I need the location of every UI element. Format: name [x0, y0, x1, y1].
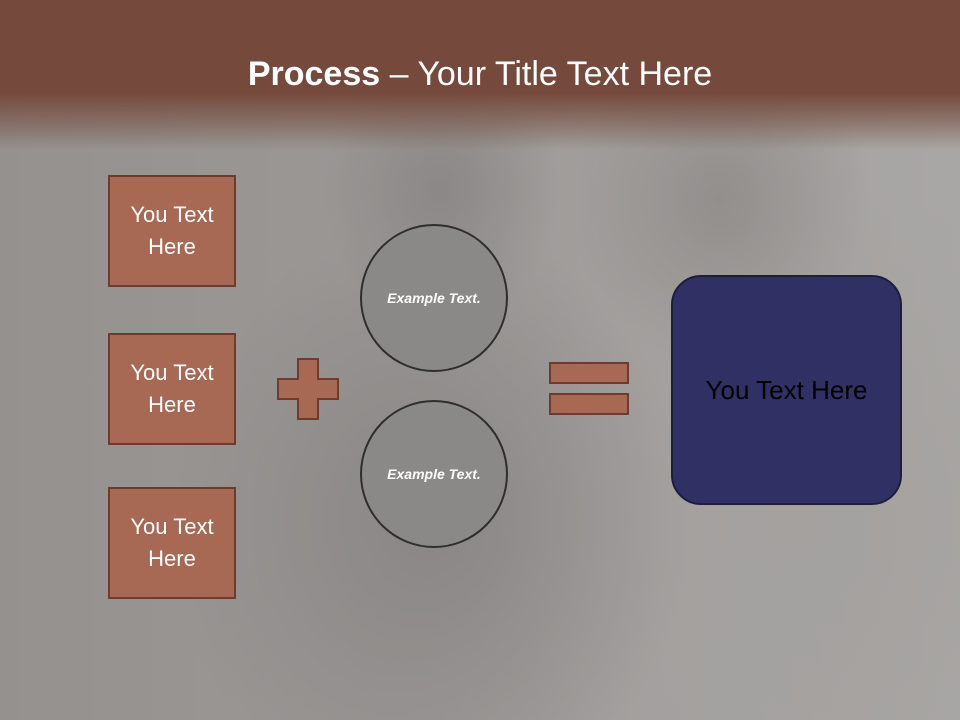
- title-rest: – Your Title Text Here: [380, 55, 713, 93]
- example-circle-2[interactable]: Example Text.: [360, 400, 508, 548]
- title-bar: [0, 0, 960, 150]
- input-box-label: You Text Here: [130, 514, 214, 571]
- result-box[interactable]: You Text Here: [671, 275, 902, 505]
- equals-icon[interactable]: [549, 362, 629, 416]
- input-box-3[interactable]: You Text Here: [108, 487, 236, 599]
- plus-icon[interactable]: [277, 358, 339, 420]
- circle-label: Example Text.: [387, 465, 481, 482]
- result-label: You Text Here: [705, 374, 868, 405]
- circle-label: Example Text.: [387, 289, 481, 306]
- input-box-label: You Text Here: [130, 360, 214, 417]
- input-box-label: You Text Here: [130, 202, 214, 259]
- title-bold: Process: [247, 55, 381, 93]
- input-box-2[interactable]: You Text Here: [108, 333, 236, 445]
- input-box-1[interactable]: You Text Here: [108, 175, 236, 287]
- slide-title[interactable]: Process – Your Title Text Here: [0, 52, 960, 96]
- example-circle-1[interactable]: Example Text.: [360, 224, 508, 372]
